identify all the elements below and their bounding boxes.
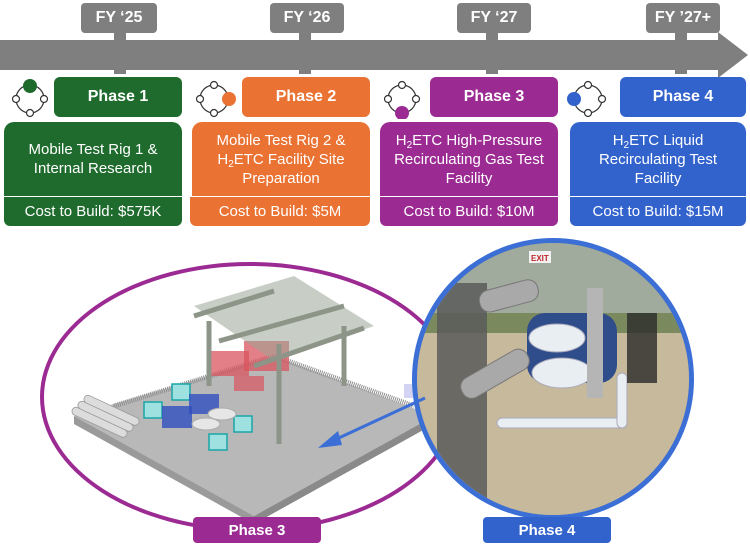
timeline-bar	[0, 40, 728, 70]
cycle-icon-phase-2	[195, 80, 236, 118]
desc-line: Internal Research	[33, 160, 153, 177]
canopy	[194, 276, 374, 361]
phase-3-image-label: Phase 3	[193, 517, 321, 543]
phase-4-image-label: Phase 4	[483, 517, 611, 543]
milestone-fy27: FY ‘27	[457, 3, 531, 33]
canopy-structure	[193, 288, 365, 444]
fence	[113, 353, 415, 409]
compressor-units	[143, 383, 253, 451]
desc-line: Facility	[634, 169, 682, 187]
desc-line: Mobile Test Rig 2 &	[216, 131, 346, 149]
phase-3-header: Phase 3	[430, 77, 558, 117]
exit-sign-text: EXIT	[531, 254, 549, 263]
phase-3-render-image	[40, 262, 460, 532]
cycle-icon-phase-3	[383, 80, 421, 119]
flex-hoses	[460, 279, 539, 399]
phase-1-description: Mobile Test Rig 1 & Internal Research	[4, 122, 182, 196]
phase-2-cost: Cost to Build: $5M	[190, 197, 370, 226]
red-zone	[234, 376, 264, 391]
exit-sign	[529, 251, 551, 263]
milestone-stem	[299, 32, 311, 74]
tube-trailer	[71, 394, 140, 438]
phase-1-cost: Cost to Build: $575K	[4, 197, 182, 226]
milestone-fy27-plus: FY ’27+	[646, 3, 720, 33]
phase-4-cost: Cost to Build: $15M	[570, 197, 746, 226]
milestone-fy25: FY ‘25	[81, 3, 157, 33]
pump-skid	[162, 406, 192, 428]
pump-skid	[189, 394, 219, 414]
ground-slab	[74, 356, 434, 516]
milestone-fy26: FY ‘26	[270, 3, 344, 33]
milestone-stem	[486, 32, 498, 74]
timeline-arrowhead-icon	[718, 32, 748, 78]
phase-3-cost: Cost to Build: $10M	[380, 197, 558, 226]
desc-line: Recirculating Gas Test	[394, 150, 544, 168]
steel-frame	[437, 283, 487, 515]
cycle-icon-phase-4	[567, 80, 607, 118]
red-zone	[209, 351, 249, 376]
phase-4-header: Phase 4	[620, 77, 746, 117]
cycle-icon-phase-1	[11, 79, 49, 118]
insulated-pipes	[496, 323, 628, 429]
desc-line: Preparation	[242, 169, 320, 187]
phase-1-header: Phase 1	[54, 77, 182, 117]
storage-tanks	[191, 407, 237, 431]
slab-side	[74, 416, 254, 524]
desc-line: Recirculating Test	[598, 150, 718, 168]
test-rig-photo-illustration: EXIT	[417, 243, 689, 515]
facility-render-illustration	[71, 276, 434, 524]
phase-4-photo-image: EXIT	[412, 238, 694, 520]
desc-line: Mobile Test Rig 1 &	[28, 141, 158, 158]
vertical-vessel	[587, 288, 603, 398]
control-box	[627, 313, 657, 383]
milestone-stem	[114, 32, 126, 74]
desc-line: Facility	[445, 169, 493, 187]
phase-2-header: Phase 2	[242, 77, 370, 117]
slab-side	[254, 416, 434, 524]
arrow-phase4-to-phase3-icon	[318, 396, 426, 448]
milestone-stem	[675, 32, 687, 74]
